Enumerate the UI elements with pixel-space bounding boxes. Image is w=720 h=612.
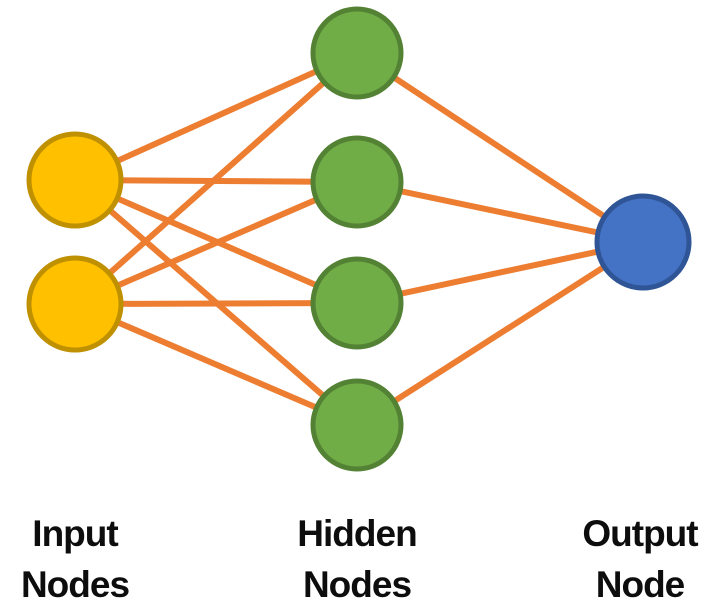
input-node-1	[26, 131, 124, 229]
caption-input-line1: Input	[32, 513, 118, 554]
edge-hidden4-to-output1	[354, 239, 646, 428]
edge-input2-to-hidden2	[72, 179, 360, 307]
caption-output-line2: Node	[595, 564, 686, 605]
edge-hidden3-to-output1	[354, 239, 646, 306]
hidden-node-4	[310, 378, 404, 472]
edge-input2-to-hidden1	[72, 50, 360, 307]
edge-hidden2-to-output1	[354, 179, 646, 245]
caption-hidden-line1: Hidden	[297, 513, 417, 554]
edge-hidden1-to-output1	[354, 50, 646, 245]
edge-input1-to-hidden1	[72, 50, 360, 183]
caption-hidden-nodes: Hidden Nodes	[257, 508, 457, 610]
hidden-node-3	[310, 256, 404, 350]
caption-hidden-line2: Nodes	[302, 564, 412, 605]
input-node-2	[26, 255, 124, 353]
caption-input-nodes: Input Nodes	[0, 508, 175, 610]
caption-output-line1: Output	[582, 513, 698, 554]
output-node-1	[594, 193, 692, 291]
edge-input2-to-hidden4	[72, 301, 360, 428]
hidden-node-2	[310, 135, 404, 229]
caption-input-line2: Nodes	[20, 564, 130, 605]
hidden-node-1	[310, 6, 404, 100]
caption-output-node: Output Node	[540, 508, 720, 610]
